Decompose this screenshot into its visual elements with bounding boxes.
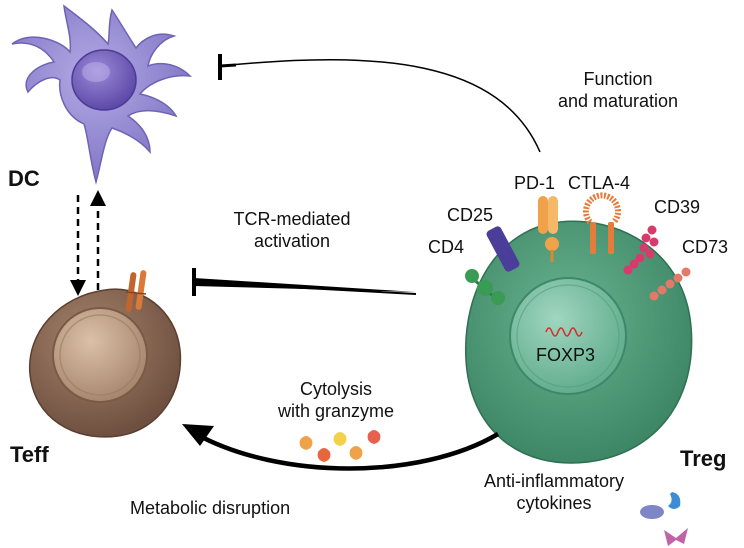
function-label-line1: Function [583, 69, 653, 89]
cytolysis-label-line2: with granzyme [277, 401, 395, 421]
cytolysis-label: Cytolysis with granzyme [266, 378, 406, 422]
granzyme-granules-icon [299, 430, 381, 462]
teff-cell-label: Teff [10, 442, 49, 467]
pd1-marker-icon [538, 196, 559, 262]
cd25-marker-icon [486, 226, 520, 272]
tcr-activation-label: TCR-mediated activation [222, 208, 362, 252]
cd73-label: CD73 [682, 237, 729, 257]
ctla4-marker-icon [583, 192, 621, 254]
dc-teff-interaction-arrows [70, 190, 106, 296]
function-label-line2: and maturation [557, 91, 679, 111]
cytokines-icon [640, 492, 688, 546]
effector-t-cell-nucleus [52, 307, 148, 403]
ctla4-label: CTLA-4 [568, 173, 631, 193]
cytolysis-label-line1: Cytolysis [299, 379, 372, 399]
effector-t-cell-nucleus-inner [59, 314, 141, 396]
foxp3-dna-icon [545, 327, 583, 337]
treg-cell-label: Treg [680, 446, 727, 471]
foxp3-label: FOXP3 [536, 345, 596, 365]
anti-label-line2: cytokines [516, 493, 592, 513]
treg-cell [465, 220, 693, 464]
inhibition-function-maturation [218, 54, 541, 153]
function-maturation-label: Function and maturation [548, 68, 688, 112]
metabolic-disruption-arrow [182, 424, 500, 471]
cd39-label: CD39 [654, 197, 701, 217]
pd1-label: PD-1 [514, 173, 556, 193]
metabolic-disruption-label: Metabolic disruption [130, 498, 291, 518]
inhibition-tcr-activation [192, 268, 417, 296]
treg-cell-nucleus-inner [516, 284, 620, 388]
tcr-receptor-icon [125, 270, 147, 312]
anti-inflammatory-label: Anti-inflammatory cytokines [474, 470, 634, 514]
dc-cell-label: DC [8, 166, 40, 191]
tcr-label-line1: TCR-mediated [233, 209, 351, 229]
dendritic-cell-nucleus [71, 49, 137, 111]
dendritic-cell [11, 4, 193, 185]
dendritic-cell-nucleus-highlight [82, 62, 110, 82]
cd4-label: CD4 [428, 237, 465, 257]
effector-t-cell [29, 270, 182, 438]
cd25-label: CD25 [447, 205, 494, 225]
anti-label-line1: Anti-inflammatory [483, 471, 625, 491]
cd4-marker-icon [465, 269, 505, 305]
cd73-marker-icon [649, 267, 691, 301]
tcr-label-line2: activation [253, 231, 331, 251]
cd39-marker-icon [623, 225, 659, 275]
